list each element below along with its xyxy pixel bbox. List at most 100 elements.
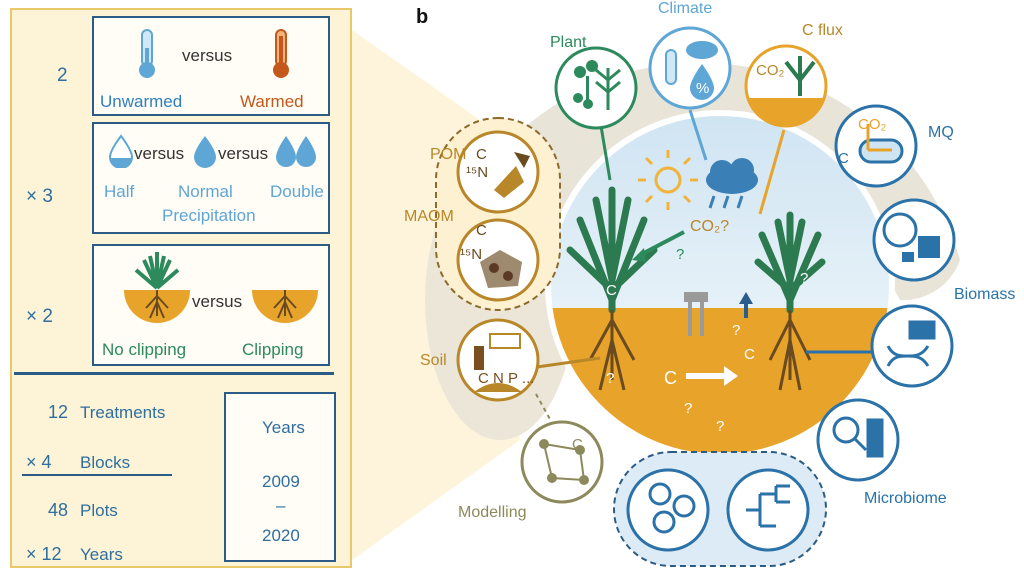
warmed-label: Warmed xyxy=(240,92,304,111)
phylogeny-circle xyxy=(726,468,810,552)
row3-multiplier: × 2 xyxy=(26,306,53,327)
climate-circle xyxy=(648,26,732,110)
cflux-icon xyxy=(748,56,824,126)
climate-label: Climate xyxy=(658,0,713,17)
summary-underline xyxy=(22,474,172,476)
panel-a: 2 versus Unwarmed Warmed × 3 versus vers… xyxy=(10,8,352,568)
climate-connector xyxy=(688,109,708,161)
plant-species-icon xyxy=(573,60,621,110)
hot-thermometer-icon xyxy=(273,29,289,78)
unwarmed-label: Unwarmed xyxy=(100,92,183,111)
warming-versus: versus xyxy=(182,46,233,65)
climate-icon xyxy=(665,41,718,100)
precipitation-box: versus versus Half Normal Double Precipi… xyxy=(92,122,330,234)
question-mark-5: ? xyxy=(732,322,741,339)
climate-pct-label: % xyxy=(696,80,710,97)
clipping-versus: versus xyxy=(192,292,243,311)
maom-aggregate-icon xyxy=(480,250,522,288)
soil-c-label: C xyxy=(664,368,677,388)
model-c-label: C xyxy=(572,436,583,453)
years-end: 2020 xyxy=(262,526,300,545)
row2-multiplier: × 3 xyxy=(26,186,53,207)
warming-box: versus Unwarmed Warmed xyxy=(92,16,330,116)
clipping-box: versus No clipping Clipping xyxy=(92,244,330,366)
panel-b-label: b xyxy=(416,6,429,28)
rain-cloud-icon xyxy=(706,158,758,209)
unclipped-plant-icon xyxy=(124,252,190,323)
no-clipping-label: No clipping xyxy=(102,340,187,359)
mq-co2-label: CO₂ xyxy=(858,116,887,133)
precipitation-caption: Precipitation xyxy=(162,206,256,225)
sequencing-circle xyxy=(870,304,954,388)
double-drop-icon xyxy=(276,136,316,167)
plots-label: Plots xyxy=(80,501,118,520)
precip-versus-2: versus xyxy=(218,144,269,163)
right-roots-icon xyxy=(768,310,812,391)
model-network-icon xyxy=(539,439,589,485)
years-dash: – xyxy=(276,496,286,515)
normal-drop-icon xyxy=(194,136,216,168)
plant-connector xyxy=(598,119,612,181)
treatments-label: Treatments xyxy=(80,403,166,422)
half-drop-icon xyxy=(108,134,134,168)
right-plant-icon xyxy=(754,211,826,314)
microscope-icon xyxy=(832,416,884,458)
panel-a-divider xyxy=(14,372,334,375)
question-mark-3: ? xyxy=(684,400,693,417)
outer-band xyxy=(430,62,960,341)
co2-arrow xyxy=(639,230,685,257)
question-mark-2: ? xyxy=(606,370,615,387)
row1-multiplier: 2 xyxy=(57,65,68,86)
cflux-label: C flux xyxy=(802,22,843,39)
question-mark-6: ? xyxy=(800,270,809,287)
plant-circle xyxy=(554,46,638,130)
years-start: 2009 xyxy=(262,472,300,491)
years-box: Years 2009 – 2020 xyxy=(224,392,336,562)
cflux-connector xyxy=(758,129,786,215)
cold-thermometer-icon xyxy=(139,29,155,78)
blocks-label: Blocks xyxy=(80,453,131,472)
biomass-label: Biomass xyxy=(954,286,1016,303)
cflux-co2-label: CO₂ xyxy=(756,62,785,79)
nutrient-cycle-icon xyxy=(648,482,696,534)
sun-icon xyxy=(638,150,698,210)
blocks-count: × 4 xyxy=(26,452,52,472)
maom-n15-label: ¹⁵N xyxy=(460,246,483,263)
soil-analysis-icon xyxy=(474,333,522,392)
co2-question-label: CO₂? xyxy=(690,218,730,235)
clipped-plant-icon xyxy=(252,290,318,323)
plant-c-label: C xyxy=(606,282,617,299)
soil-circle xyxy=(456,318,540,402)
pom-n15-label: ¹⁵N xyxy=(466,164,489,181)
plots-count: 48 xyxy=(48,500,69,520)
soil-probe-icon xyxy=(684,292,708,336)
question-mark-1: ? xyxy=(676,246,685,263)
cycle-circle xyxy=(626,468,710,552)
years-label: Years xyxy=(80,545,123,564)
maom-label: MAOM xyxy=(404,208,454,225)
modelling-label: Modelling xyxy=(458,504,527,521)
soil-cnp-label: C N P ... xyxy=(478,370,535,387)
left-roots-icon xyxy=(588,310,636,391)
mq-cell-icon xyxy=(858,124,904,164)
precip-versus-1: versus xyxy=(134,144,185,163)
mq-c-label: C xyxy=(838,150,849,167)
treatments-count: 12 xyxy=(48,402,69,422)
mq-label: MQ xyxy=(928,124,954,141)
pom-circle xyxy=(456,130,540,214)
modelling-circle xyxy=(520,420,604,504)
years-count: × 12 xyxy=(26,544,62,564)
root-c-label: C xyxy=(744,346,755,363)
years-box-title: Years xyxy=(262,418,305,437)
microbiome-label: Microbiome xyxy=(864,490,947,507)
pom-label: POM xyxy=(430,146,467,163)
normal-label: Normal xyxy=(178,182,233,201)
maom-c-label: C xyxy=(476,222,487,239)
clipping-label: Clipping xyxy=(242,340,304,359)
pom-particle-icon xyxy=(494,152,530,198)
half-label: Half xyxy=(104,182,135,201)
left-plant-icon xyxy=(566,186,658,314)
biomass-scale-icon xyxy=(882,212,940,262)
soil-connector xyxy=(529,356,601,370)
